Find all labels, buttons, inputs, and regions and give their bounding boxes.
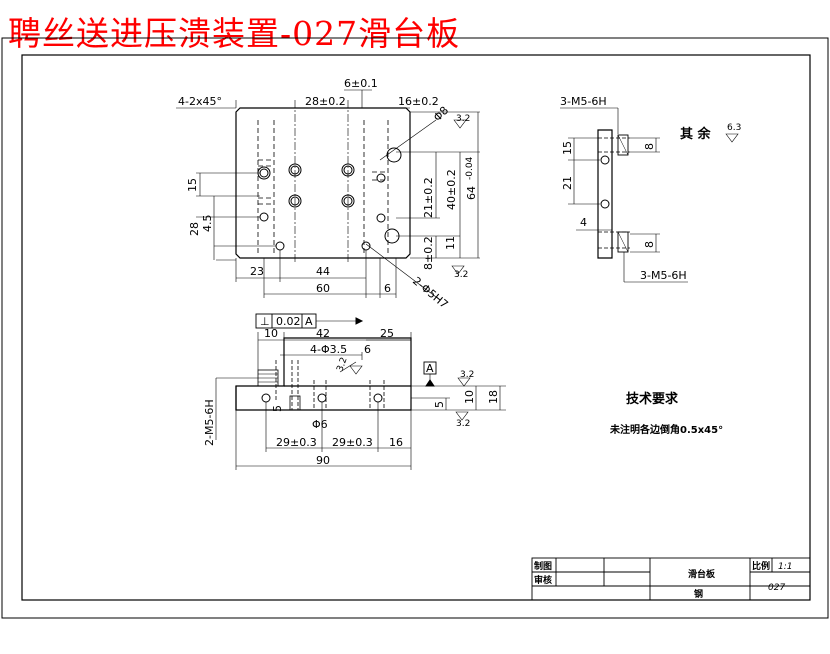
tech-req-title: 技术要求 — [626, 391, 679, 407]
front-dim-18: 18 — [487, 390, 500, 404]
tol-symbol: ⊥ — [260, 315, 270, 328]
front-dim-29b: 29±0.3 — [332, 436, 373, 449]
dim-8: 8±0.2 — [422, 236, 435, 270]
front-rough-a: 3.2 — [335, 356, 349, 373]
dim-60: 60 — [316, 282, 330, 295]
top-view-outline — [235, 107, 411, 259]
front-dim-5b: 5 — [433, 401, 446, 408]
rough-top: 3.2 — [456, 114, 470, 124]
title-block-material: 钢 — [694, 588, 703, 600]
side-dim-8a: 8 — [643, 143, 656, 150]
dim-44: 44 — [316, 265, 330, 278]
rough-bottom: 3.2 — [454, 270, 468, 280]
front-dim-42: 42 — [316, 327, 330, 340]
title-block-drawn: 制图 — [534, 560, 552, 572]
dim-21: 21±0.2 — [422, 177, 435, 218]
front-dim-10v: 10 — [463, 390, 476, 404]
front-dim-phi6: Φ6 — [312, 418, 328, 431]
title-block-part: 滑台板 — [688, 568, 716, 580]
dim-28v: 28 — [188, 222, 201, 236]
dim-64: 64 — [465, 186, 478, 200]
front-dim-29a: 29±0.3 — [276, 436, 317, 449]
dim-16: 16±0.2 — [398, 95, 439, 108]
tol-value: 0.02 — [276, 315, 301, 328]
title-block-scale: 1:1 — [778, 562, 792, 572]
hole-note: 2-Φ5H7 — [410, 274, 450, 311]
front-holes: 4-Φ3.5 — [310, 343, 347, 356]
dim-23: 23 — [250, 265, 264, 278]
drawing-title: 聘丝送进压溃装置-027滑台板 — [8, 14, 461, 53]
side-view — [560, 107, 739, 283]
title-block-number: 027 — [768, 583, 785, 593]
sheet-inner-border — [21, 54, 811, 601]
side-view-outline — [597, 129, 613, 259]
title-block — [531, 557, 811, 601]
side-dim-4: 4 — [580, 216, 587, 229]
rest-roughness-value: 6.3 — [727, 123, 741, 133]
side-thread-bottom: 3-M5-6H — [640, 269, 687, 282]
front-rough-b: 3.2 — [460, 370, 474, 380]
front-dim-25: 25 — [380, 327, 394, 340]
front-dim-16: 16 — [389, 436, 403, 449]
dim-40: 40±0.2 — [445, 169, 458, 210]
front-view — [215, 313, 506, 470]
side-dim-21: 21 — [561, 176, 574, 190]
front-rough-c: 3.2 — [456, 419, 470, 429]
sheet-outer-border — [1, 37, 829, 619]
side-thread-top: 3-M5-6H — [560, 95, 607, 108]
title-block-scale-label: 比例 — [752, 560, 770, 572]
front-thread-side: 2-M5-6H — [203, 399, 216, 446]
dim-11: 11 — [444, 236, 457, 250]
dim-15: 15 — [186, 178, 199, 192]
front-dim-6: 6 — [364, 343, 371, 356]
front-dim-90: 90 — [316, 454, 330, 467]
dim-64-tol: -0.04 — [465, 156, 475, 180]
side-dim-8b: 8 — [643, 241, 656, 248]
front-dim-5a: 5 — [271, 405, 284, 412]
front-dim-10: 10 — [264, 327, 278, 340]
datum-a: A — [426, 362, 434, 375]
tol-datum: A — [305, 315, 313, 328]
top-view — [176, 89, 480, 301]
dim-6b: 6 — [384, 282, 391, 295]
side-dim-15: 15 — [561, 141, 574, 155]
title-block-checked: 审核 — [534, 574, 552, 586]
rest-roughness-label: 其 余 — [680, 126, 712, 142]
dim-chamfer: 4-2x45° — [178, 95, 222, 108]
dim-28: 28±0.2 — [305, 95, 346, 108]
dim-4-5: 4.5 — [201, 215, 214, 233]
dim-6: 6±0.1 — [344, 77, 378, 90]
tech-req-line1: 未注明各边倒角0.5x45° — [609, 423, 723, 436]
